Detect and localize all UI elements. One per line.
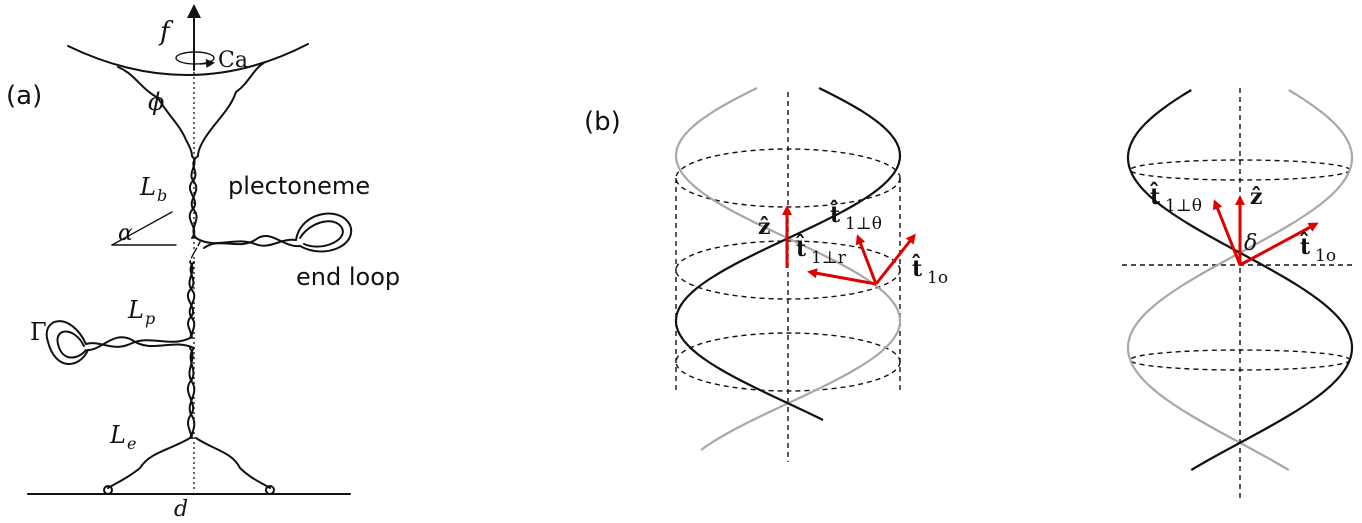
force-label: f bbox=[158, 17, 174, 47]
panel-b-label: (b) bbox=[584, 107, 621, 137]
wedge-right bbox=[197, 61, 266, 157]
braid-upper-a bbox=[190, 155, 198, 239]
gamma-loop-inner bbox=[56, 330, 87, 359]
alpha-label: α bbox=[118, 221, 133, 246]
panel-a-label: (a) bbox=[6, 81, 42, 111]
gamma-label: Γ bbox=[30, 318, 47, 346]
braid-lower-b bbox=[187, 347, 195, 439]
end-loop-outer bbox=[295, 212, 353, 253]
label-t-r-left-main: t̂ bbox=[796, 234, 807, 262]
label-z-left: ẑ bbox=[758, 214, 771, 240]
helix-left-dark-strand bbox=[674, 87, 902, 421]
label-t-r-left-sub: 1⊥r bbox=[811, 248, 847, 268]
helix-left-grey-strand bbox=[674, 87, 902, 451]
plect-left-2 bbox=[87, 336, 195, 351]
label-t-theta-left-sub: 1⊥θ bbox=[845, 214, 882, 234]
bead-surface bbox=[67, 43, 309, 76]
panel-b: (b) ẑ t̂ 1⊥θ t̂ 1⊥r t̂ 1o bbox=[584, 87, 1355, 500]
alpha-edge bbox=[111, 211, 173, 246]
length-e-sub: e bbox=[127, 434, 136, 453]
cylinder-left-ring-bot bbox=[675, 332, 901, 392]
helix-right: t̂ 1⊥θ ẑ δ t̂ 1o bbox=[1122, 88, 1355, 500]
label-delta: δ bbox=[1244, 231, 1257, 256]
vector-t-theta-left bbox=[855, 234, 878, 285]
rotation-ellipse bbox=[175, 51, 215, 65]
helix-cylinder-left: ẑ t̂ 1⊥θ t̂ 1⊥r t̂ 1o bbox=[674, 87, 948, 462]
rotation-arrowhead bbox=[199, 59, 215, 68]
plect-upper-2 bbox=[203, 235, 301, 249]
label-t-theta-right-main: t̂ bbox=[1150, 182, 1161, 210]
vector-t-r-left bbox=[807, 268, 877, 286]
vector-t-o-right bbox=[1239, 222, 1319, 267]
label-t-o-left-main: t̂ bbox=[912, 254, 923, 282]
tether-left bbox=[107, 437, 191, 489]
vector-t-theta-right bbox=[1212, 199, 1242, 266]
gamma-loop-outer bbox=[45, 320, 89, 365]
length-b-main: L bbox=[139, 173, 156, 201]
helix-right-grey-strand bbox=[1126, 89, 1354, 471]
length-b-sub: b bbox=[157, 186, 167, 205]
vector-t-o-left bbox=[874, 233, 916, 285]
phi-label: ϕ bbox=[148, 88, 164, 116]
label-t-o-right-main: t̂ bbox=[1300, 232, 1311, 260]
braid-upper-b bbox=[188, 155, 199, 239]
label-t-o-left-sub: 1o bbox=[927, 268, 948, 288]
label-z-right: ẑ bbox=[1250, 184, 1263, 210]
tether-right bbox=[195, 437, 271, 489]
plect-left-1 bbox=[85, 337, 191, 348]
wedge-left bbox=[117, 66, 193, 157]
distance-label: d bbox=[174, 497, 188, 522]
panel-a: (a) f Ca ϕ L b plectoneme α end loo bbox=[6, 4, 400, 522]
plectoneme-label: plectoneme bbox=[228, 172, 370, 200]
plect-upper-dash bbox=[189, 241, 201, 263]
end-loop-inner bbox=[299, 220, 344, 248]
label-t-o-right-sub: 1o bbox=[1315, 246, 1336, 266]
label-t-theta-right-sub: 1⊥θ bbox=[1165, 196, 1202, 216]
label-t-theta-left-main: t̂ bbox=[830, 200, 841, 228]
length-p-main: L bbox=[127, 296, 144, 324]
length-e-main: L bbox=[109, 421, 126, 449]
helix-right-dark-strand bbox=[1126, 89, 1354, 471]
length-p-sub: p bbox=[145, 309, 155, 328]
end-loop-label: end loop bbox=[296, 263, 400, 291]
braid-middle-b bbox=[187, 261, 195, 339]
